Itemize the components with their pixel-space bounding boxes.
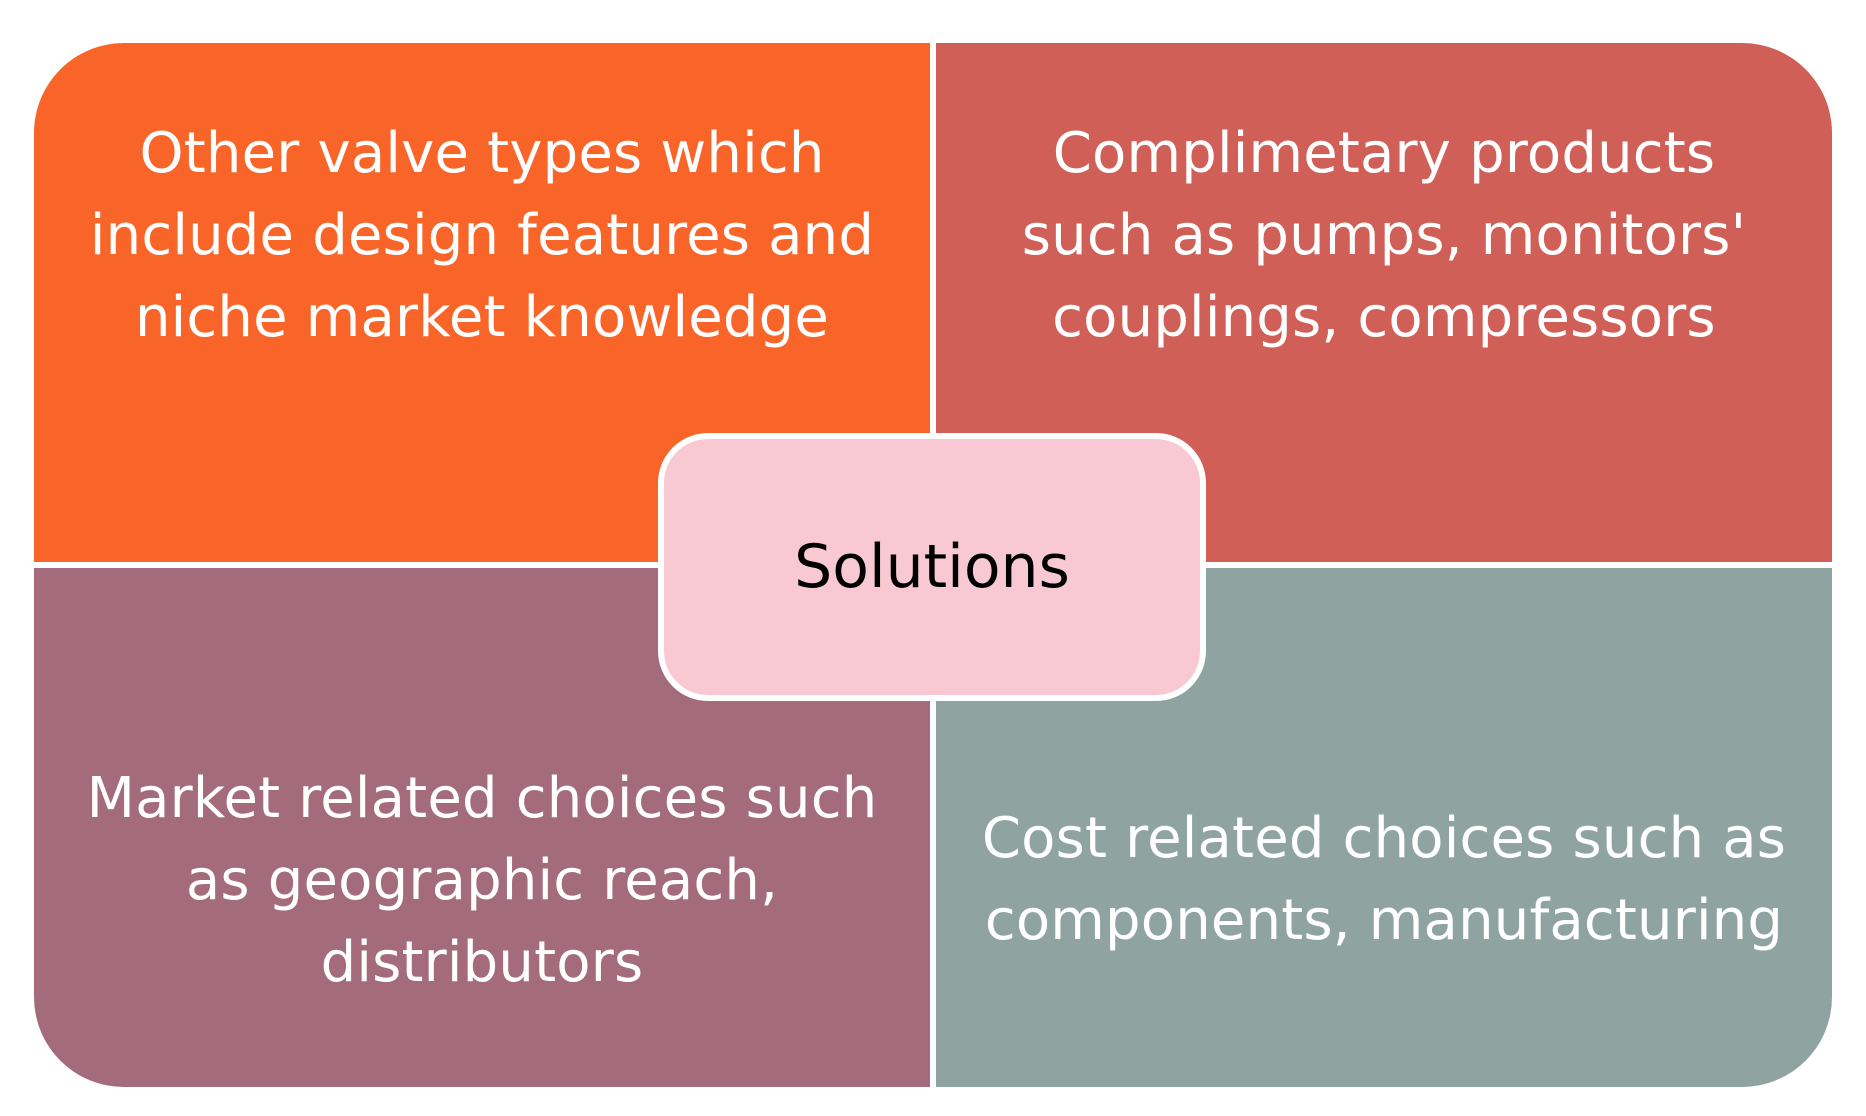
- center-box: Solutions: [658, 433, 1206, 701]
- quadrant-bottom-left-text: Market related choices such as geographi…: [86, 766, 878, 995]
- quadrant-bottom-right-text: Cost related choices such as components,…: [981, 806, 1787, 953]
- quadrant-top-left: Other valve types which include design f…: [34, 43, 930, 562]
- quadrant-top-right-text: Complimetary products such as pumps, mon…: [1021, 121, 1747, 350]
- quadrant-top-left-text: Other valve types which include design f…: [89, 121, 875, 350]
- center-label: Solutions: [794, 532, 1070, 602]
